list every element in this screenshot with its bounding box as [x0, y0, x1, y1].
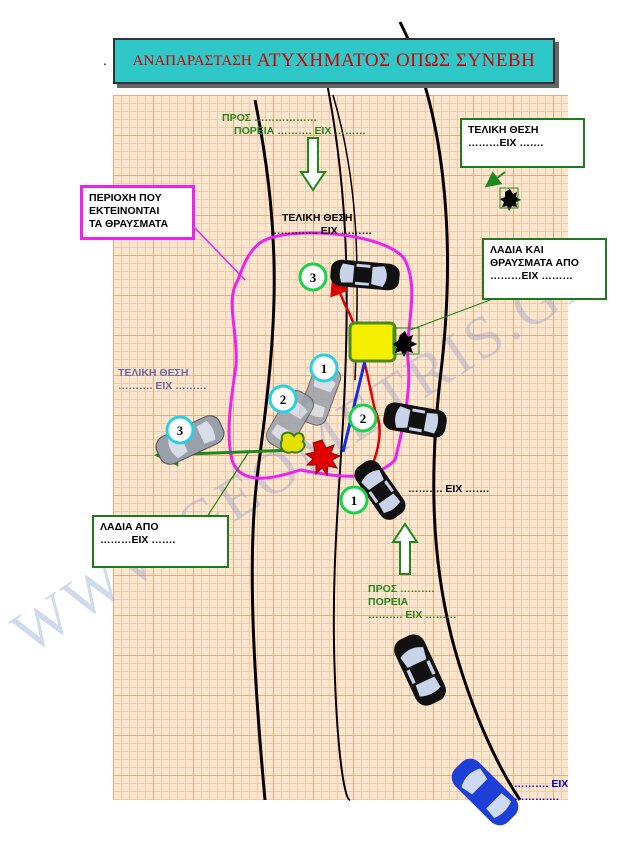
road-right-edge [398, 21, 522, 801]
final-position-left-label: ΤΕΛΙΚΗ ΘΕΣΗ ………. ΕΙΧ ……… [118, 367, 207, 392]
final-position-top-right-box: ΤΕΛΙΚΗ ΘΕΣΗ ………ΕΙΧ ……. [460, 118, 585, 168]
title-banner: ΑΝΑΠΑΡΑΣΤΑΣΗ ΑΤΥΧΗΜΑΤΟΣ ΟΠΩΣ ΣΥΝΕΒΗ [113, 38, 555, 84]
title-prefix: ΑΝΑΠΑΡΑΣΤΑΣΗ [132, 52, 252, 69]
oil-patch-left [279, 431, 306, 454]
direction-arrow-top [299, 137, 327, 192]
impact-star [304, 439, 342, 477]
svg-text:1: 1 [321, 361, 328, 376]
car-bottom-blue [446, 753, 524, 831]
marker-3-top: 3 [298, 262, 328, 292]
direction-arrow-bottom [391, 522, 419, 575]
road-center-line-a [319, 49, 351, 801]
title-main: ΑΤΥΧΗΜΑΤΟΣ ΟΠΩΣ ΣΥΝΕΒΗ [256, 50, 536, 71]
car-approach-label: ………. ΕΙΧ ……. [408, 483, 490, 495]
oil-debris-right-box: ΛΑΔΙΑ ΚΑΙ ΘΡΑΥΣΜΑΤΑ ΑΠΟ ………ΕΙΧ ……… [482, 238, 607, 300]
marker-3-left: 3 [165, 415, 195, 445]
marker-2-mid: 2 [268, 384, 298, 414]
svg-text:3: 3 [177, 423, 184, 438]
bottom-direction-label: ΠΡΟΣ ………. ΠΟΡΕΙΑ ………. ΕΙΧ ……… [368, 583, 457, 621]
oil-patch-right [348, 321, 397, 363]
marker-1-mid: 1 [309, 353, 339, 383]
svg-text:2: 2 [360, 411, 367, 426]
road-left-edge [250, 99, 276, 801]
car-bottom-black [390, 630, 450, 710]
trajectory-red [330, 275, 381, 491]
final-position-center-label: ΤΕΛΙΚΗ ΘΕΣΗ ………….. ΕΙΧ ……… [270, 212, 373, 237]
top-direction-label: ΠΡΟΣ ……………… ΠΟΡΕΙΑ ………. ΕΙΧ ……… [222, 112, 366, 137]
bottom-right-label: ………. ΕΙΧ …………. [514, 778, 569, 803]
car-final-center [329, 258, 401, 292]
marker-1-bottom: 1 [339, 485, 369, 515]
title-dot: . [103, 52, 107, 68]
svg-text:3: 3 [310, 270, 317, 285]
marker-2-right: 2 [348, 403, 378, 433]
svg-text:1: 1 [351, 493, 358, 508]
debris-area-box: ΠΕΡΙΟΧΗ ΠΟΥ ΕΚΤΕΙΝΟΝΤΑΙ ΤΑ ΘΡΑΥΣΜΑΤΑ [80, 185, 195, 240]
oil-left-box: ΛΑΔΙΑ ΑΠΟ ………ΕΙΧ ……. [92, 515, 229, 568]
debris-icon [392, 187, 521, 357]
svg-text:2: 2 [280, 392, 287, 407]
